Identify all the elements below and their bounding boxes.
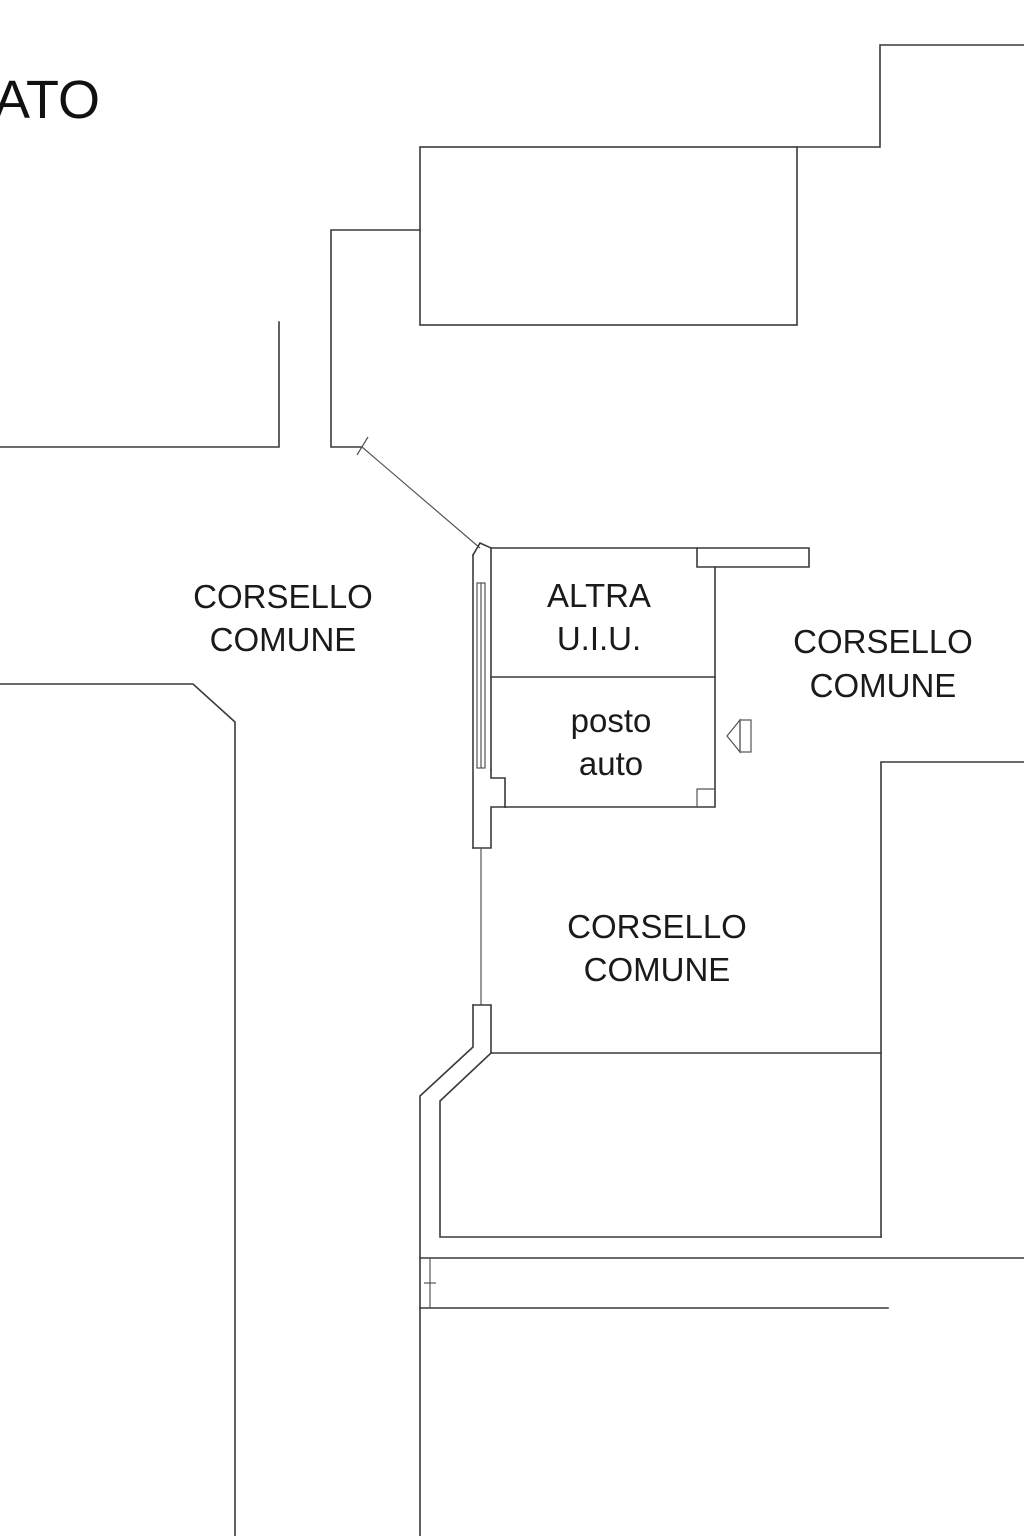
svg-text:auto: auto xyxy=(579,745,643,782)
left-lower-wall xyxy=(0,683,236,1536)
svg-text:COMUNE: COMUNE xyxy=(810,667,957,704)
upper-block xyxy=(419,146,798,326)
other-unit-label: ALTRA U.I.U. xyxy=(547,577,651,657)
svg-text:ALTRA: ALTRA xyxy=(547,577,651,614)
svg-text:posto: posto xyxy=(571,702,652,739)
corridor-south-label: CORSELLO COMUNE xyxy=(567,908,747,988)
right-mid-wall xyxy=(880,761,1024,1238)
parking-space-label: posto auto xyxy=(571,702,652,782)
partial-title: ATO xyxy=(0,70,100,130)
svg-text:COMUNE: COMUNE xyxy=(210,621,357,658)
svg-text:CORSELLO: CORSELLO xyxy=(793,623,973,660)
lower-block xyxy=(419,1004,882,1536)
corridor-east-label: CORSELLO COMUNE xyxy=(793,623,973,704)
upper-left-wall xyxy=(330,229,421,448)
left-upper-wall xyxy=(0,321,280,448)
unit-block xyxy=(471,541,810,849)
svg-text:U.I.U.: U.I.U. xyxy=(557,620,641,657)
diagonal-gate xyxy=(361,446,481,549)
svg-text:CORSELLO: CORSELLO xyxy=(567,908,747,945)
top-right-wall xyxy=(796,44,1024,148)
gate-tick xyxy=(356,436,369,456)
svg-text:COMUNE: COMUNE xyxy=(584,951,731,988)
arrow-left-icon xyxy=(726,718,752,754)
corridor-west-label: CORSELLO COMUNE xyxy=(193,578,373,658)
svg-text:CORSELLO: CORSELLO xyxy=(193,578,373,615)
